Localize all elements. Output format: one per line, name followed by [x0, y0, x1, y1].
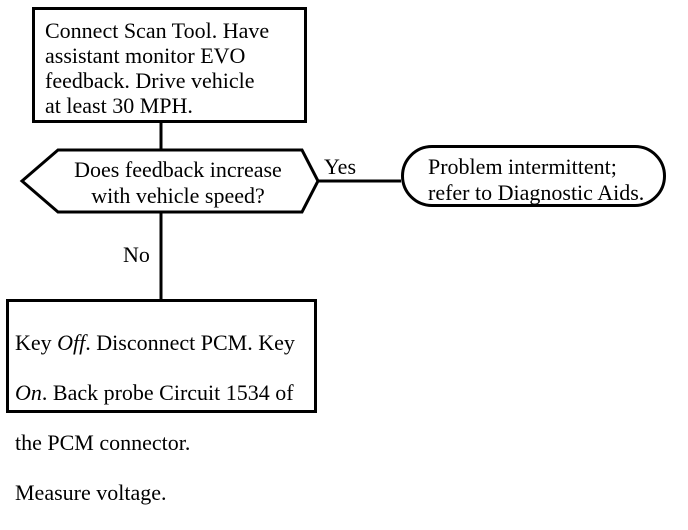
no-step-box: Key Off. Disconnect PCM. Key On. Back pr… — [6, 299, 317, 505]
no-step-key-word: Key — [15, 330, 52, 355]
yes-label: Yes — [324, 154, 357, 179]
flowchart-canvas: Connect Scan Tool. Have assistant monito… — [6, 7, 666, 505]
no-label: No — [123, 242, 150, 267]
no-step-line-2-rest: . Back probe Circuit 1534 of — [41, 380, 294, 405]
no-step-line-4: Measure voltage. — [15, 480, 167, 505]
no-step-line-3: the PCM connector. — [15, 430, 191, 455]
no-step-line-1-rest: . Disconnect PCM. Key — [85, 330, 295, 355]
start-step-box: Connect Scan Tool. Have assistant monito… — [32, 7, 307, 123]
no-step-line-1: Key Off. Disconnect PCM. Key — [15, 330, 308, 355]
no-step-off-word: Off — [57, 330, 86, 355]
yes-result-terminal: Problem intermittent; refer to Diagnosti… — [401, 145, 666, 207]
no-step-line-2: On. Back probe Circuit 1534 of — [15, 380, 308, 405]
no-step-on-word: On — [15, 380, 42, 405]
flowchart-connectors — [19, 123, 401, 299]
decision-question: Does feedback increase with vehicle spee… — [74, 157, 282, 208]
